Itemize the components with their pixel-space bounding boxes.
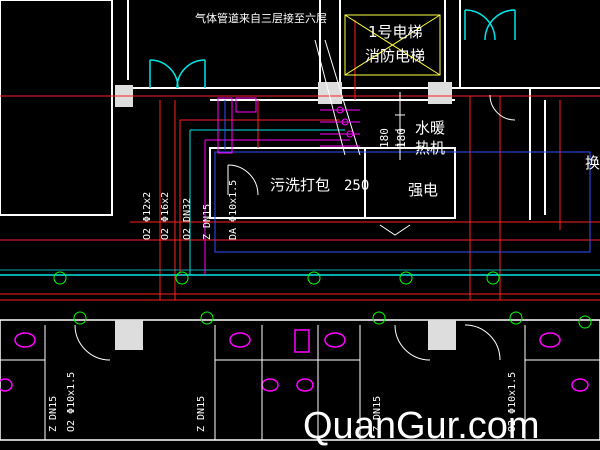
pipe-runs — [179, 39, 591, 275]
bay-partitions — [0, 325, 600, 440]
bathroom-fixtures — [0, 329, 589, 392]
watermark: QuanGur.com — [303, 405, 540, 447]
power-room-label: 强电 — [408, 181, 438, 199]
valve-ladder — [217, 97, 360, 154]
laundry-room-label: 污洗打包 — [270, 176, 330, 194]
bay-label-o2-phi10-1: O2 Φ10x1.5 — [66, 372, 77, 432]
bay-label-o2-phi10-2: O2 Φ10x1.5 — [507, 372, 518, 432]
laundry-size: 250 — [344, 178, 369, 194]
pipe-label-o2-dn32: O2 DN32 — [182, 198, 193, 240]
water-heat-room-2: 热机 — [415, 139, 445, 157]
bay-label-z-dn15-3: Z DN15 — [372, 396, 383, 432]
elevator-label-2: 消防电梯 — [365, 47, 425, 65]
elevator-label-1: 1号电梯 — [368, 23, 423, 41]
columns — [115, 82, 456, 350]
grid-bubbles — [53, 271, 592, 329]
red-gridlines — [0, 20, 600, 301]
water-heat-room-1: 水暖 — [415, 119, 445, 137]
riser-size-2: 180 — [395, 128, 408, 148]
bay-label-z-dn15-1: Z DN15 — [48, 396, 59, 432]
cyan-doors — [0, 9, 600, 276]
text-labels: 气体管道来自三层接至六层 1号电梯 消防电梯 180 180 水暖 热机 污洗打… — [48, 11, 600, 432]
right-edge-label: 换 — [585, 154, 600, 172]
pipe-label-o2-phi12: O2 Φ12x2 — [142, 192, 153, 240]
riser-dimension — [395, 92, 405, 160]
elevator-box — [344, 14, 441, 76]
white-door-arcs — [74, 94, 516, 361]
bay-label-z-dn15-2: Z DN15 — [196, 396, 207, 432]
riser-size-1: 180 — [378, 128, 391, 148]
pipe-label-z-dn15: Z DN15 — [202, 204, 213, 240]
gas-pipe-note: 气体管道来自三层接至六层 — [195, 11, 327, 25]
pipe-label-o2-phi16: O2 Φ16x2 — [160, 192, 171, 240]
pipe-label-da-phi10: DA Φ10x1.5 — [228, 180, 239, 240]
